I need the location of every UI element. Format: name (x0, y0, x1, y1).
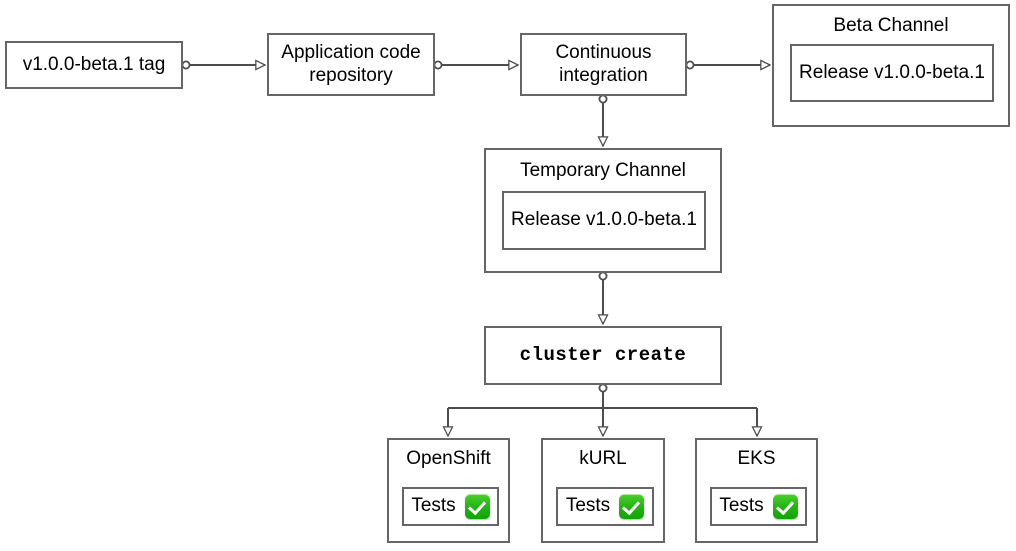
openshift-tests-row: Tests (411, 494, 490, 519)
node-temporary-channel[interactable]: Temporary Channel Release v1.0.0-beta.1 (484, 148, 722, 273)
edge-source-dot (433, 60, 443, 70)
openshift-tests-label: Tests (411, 495, 456, 517)
cluster-create-label: cluster create (519, 344, 687, 367)
openshift-title: OpenShift (406, 448, 491, 469)
kurl-title: kURL (579, 448, 627, 469)
node-openshift[interactable]: OpenShift Tests (387, 438, 510, 543)
node-kurl[interactable]: kURL Tests (541, 438, 665, 543)
beta-channel-title: Beta Channel (833, 15, 949, 36)
edge-source-dot (598, 383, 608, 393)
edge-source-dot (685, 60, 695, 70)
node-continuous-integration[interactable]: Continuous integration (520, 33, 687, 96)
edge-source-dot (598, 94, 608, 104)
kurl-tests-row: Tests (565, 494, 645, 519)
kurl-tests-label: Tests (565, 495, 611, 517)
node-eks[interactable]: EKS Tests (695, 438, 818, 543)
node-application-code-repository[interactable]: Application code repository (267, 33, 435, 96)
node-cluster-create[interactable]: cluster create (484, 326, 722, 385)
check-mark-button-icon (772, 494, 798, 519)
beta-channel-release-label: Release v1.0.0-beta.1 (799, 61, 985, 83)
eks-tests-box[interactable]: Tests (710, 487, 807, 526)
openshift-tests-box[interactable]: Tests (402, 487, 499, 526)
node-beta-channel[interactable]: Beta Channel Release v1.0.0-beta.1 (772, 4, 1010, 127)
node-tag[interactable]: v1.0.0-beta.1 tag (5, 41, 183, 89)
eks-tests-label: Tests (719, 495, 764, 517)
node-tag-label: v1.0.0-beta.1 tag (22, 53, 166, 75)
check-mark-button-icon (619, 494, 645, 519)
eks-tests-row: Tests (719, 494, 798, 519)
eks-title: EKS (737, 448, 776, 469)
edge-source-dot (181, 60, 191, 70)
temporary-channel-release-label: Release v1.0.0-beta.1 (511, 209, 697, 231)
node-ci-label: Continuous integration (555, 42, 652, 86)
check-mark-button-icon (464, 494, 490, 519)
node-repo-label: Application code repository (281, 42, 421, 86)
edge-source-dot (598, 271, 608, 281)
temporary-channel-title: Temporary Channel (520, 160, 686, 181)
kurl-tests-box[interactable]: Tests (556, 487, 654, 526)
beta-channel-release-box[interactable]: Release v1.0.0-beta.1 (790, 44, 994, 102)
temporary-channel-release-box[interactable]: Release v1.0.0-beta.1 (502, 191, 706, 250)
